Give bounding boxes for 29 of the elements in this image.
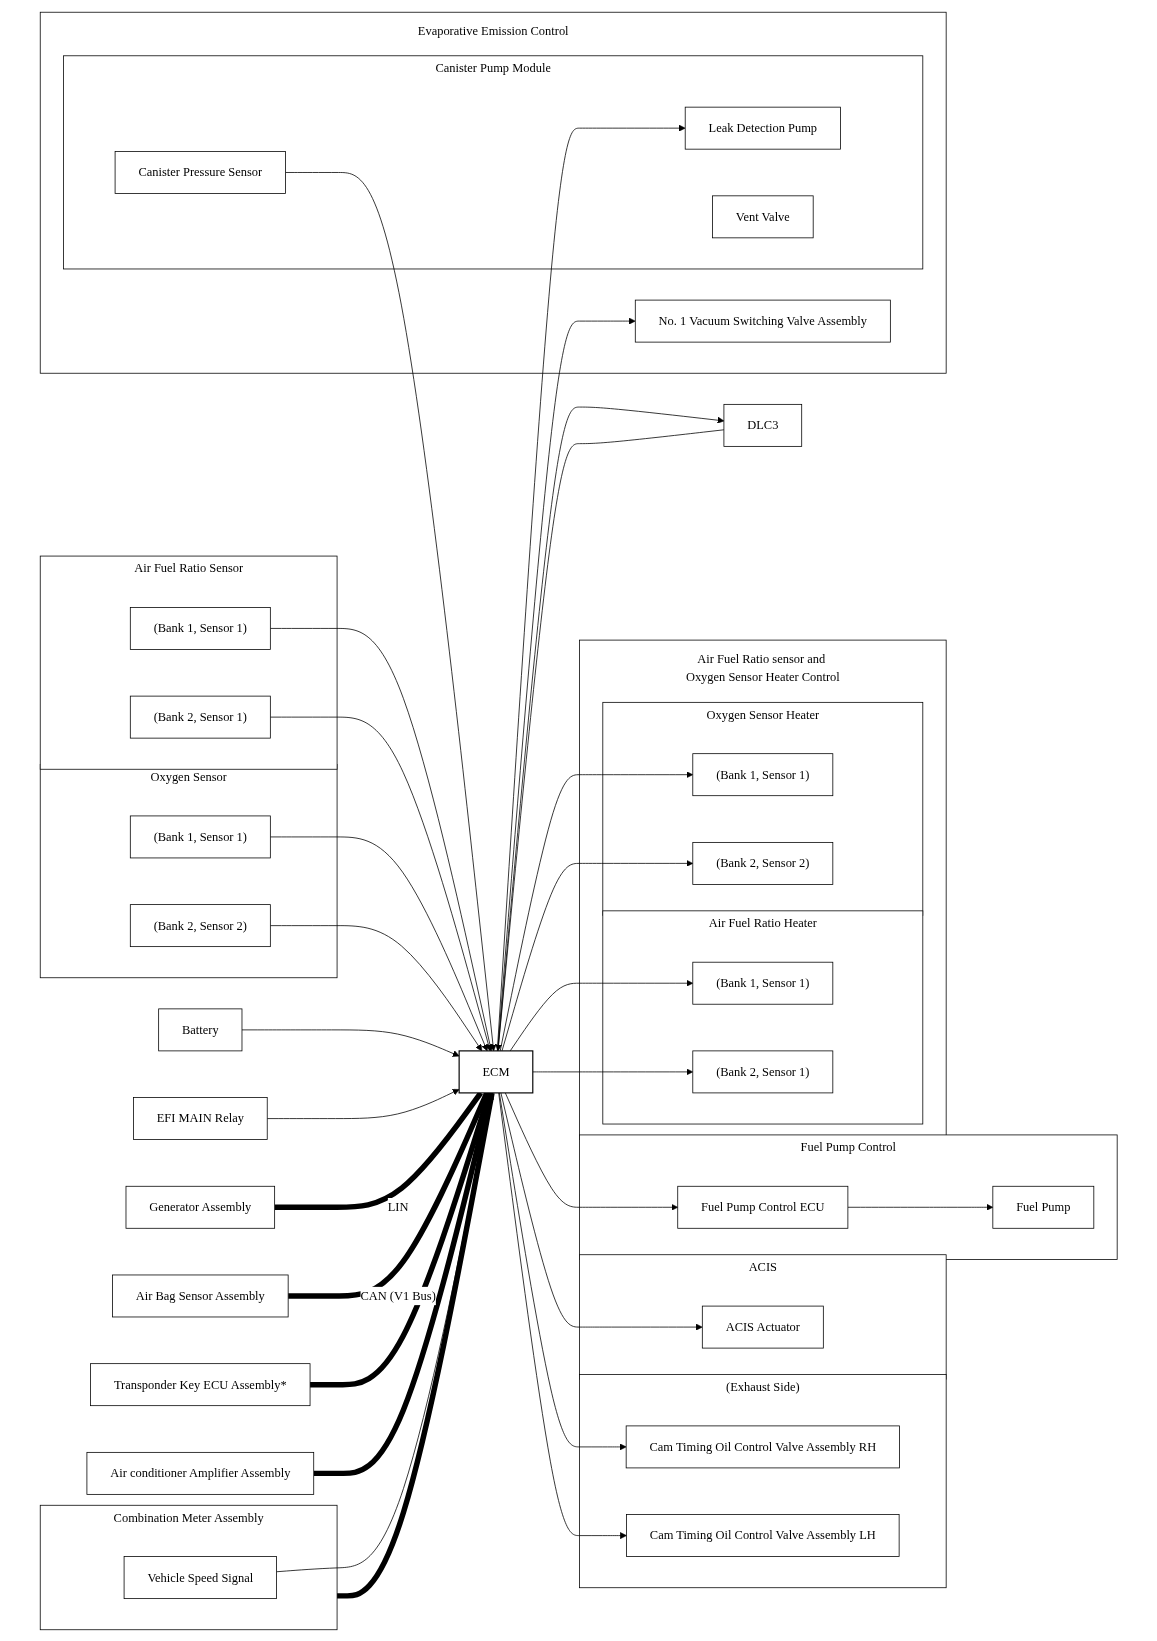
node-box: Leak Detection Pump [684,106,841,150]
node-box: Fuel Pump [992,1185,1094,1229]
node-box: (Bank 2, Sensor 1) [129,695,271,739]
connector [336,1091,495,1599]
node-box: Canister Pressure Sensor [114,150,286,194]
edge-label: LIN [387,1199,409,1214]
node-box: EFI MAIN Relay [132,1096,268,1140]
node-box: Cam Timing Oil Control Valve Assembly LH [625,1513,900,1557]
node-box: Generator Assembly [125,1185,275,1229]
node-box: (Bank 2, Sensor 2) [692,841,833,885]
edge-label: CAN (V1 Bus) [360,1288,436,1302]
node-box: DLC3 [723,403,802,447]
node-box: (Bank 1, Sensor 1) [129,606,271,650]
node-box: Vehicle Speed Signal [123,1555,277,1599]
node-box: (Bank 2, Sensor 1) [692,1050,833,1093]
node-box: Fuel Pump Control ECU [677,1185,849,1229]
node-box: Transponder Key ECU Assembly* [90,1362,311,1406]
node-box: (Bank 1, Sensor 1) [692,752,833,796]
node-box: Air conditioner Amplifier Assembly [86,1451,314,1495]
node-box: (Bank 2, Sensor 2) [129,903,271,947]
node-box: Air Bag Sensor Assembly [111,1274,289,1317]
node-box: ECM [458,1049,534,1093]
node-box: No. 1 Vacuum Switching Valve Assembly [634,299,891,342]
node-box: Cam Timing Oil Control Valve Assembly RH [625,1425,900,1468]
node-box: (Bank 1, Sensor 1) [692,961,833,1005]
node-box: Battery [158,1008,243,1051]
node-box: Vent Valve [711,194,814,238]
node-box: (Bank 1, Sensor 1) [129,815,271,858]
node-box: ACIS Actuator [701,1305,824,1348]
